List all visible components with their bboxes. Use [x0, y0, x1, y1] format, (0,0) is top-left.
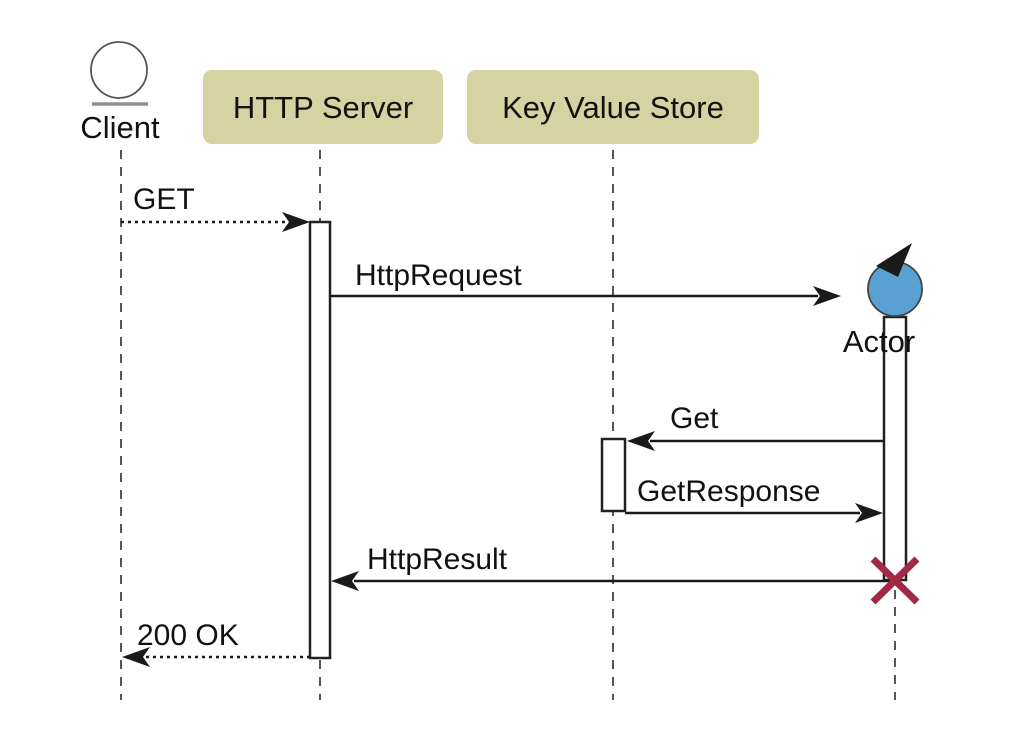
- message-label-get: GET: [133, 183, 195, 216]
- message-label-getkv: Get: [670, 402, 719, 435]
- message-label-httpresult: HttpResult: [367, 543, 508, 576]
- message-get: GET: [121, 183, 310, 232]
- participant-kv-store: Key Value Store: [467, 70, 759, 144]
- arrowhead-left-icon: [122, 647, 150, 667]
- arrowhead-left-icon: [331, 571, 359, 591]
- arrowhead-right-icon: [813, 286, 841, 306]
- participant-label-kv-store: Key Value Store: [502, 90, 724, 125]
- message-httprequest: HttpRequest: [330, 259, 841, 306]
- activation-http-server: [308, 220, 332, 660]
- participant-box: [203, 70, 443, 144]
- participant-label-client: Client: [80, 110, 160, 145]
- control-icon-arrow: [876, 243, 912, 277]
- participant-label-actor: Actor: [843, 324, 915, 359]
- message-label-200ok: 200 OK: [137, 619, 239, 652]
- participant-label-http-server: HTTP Server: [233, 90, 413, 125]
- arrowhead-right-icon: [855, 503, 883, 523]
- participant-box: [467, 70, 759, 144]
- participant-actor: Actor: [843, 243, 923, 359]
- message-label-httprequest: HttpRequest: [355, 259, 522, 292]
- participant-client: Client: [80, 41, 160, 145]
- arrowhead-left-icon: [627, 431, 655, 451]
- message-label-getresponse: GetResponse: [637, 475, 820, 508]
- message-200ok: 200 OK: [122, 619, 310, 667]
- message-getresponse: GetResponse: [625, 475, 883, 523]
- entity-icon: [90, 41, 148, 99]
- message-httpresult: HttpResult: [331, 543, 893, 591]
- participant-http-server: HTTP Server: [203, 70, 443, 144]
- message-getkv: Get: [627, 402, 884, 451]
- destroy-icon: [870, 556, 920, 605]
- activation-kv-store: [600, 437, 627, 513]
- arrowhead-right-icon: [282, 212, 310, 232]
